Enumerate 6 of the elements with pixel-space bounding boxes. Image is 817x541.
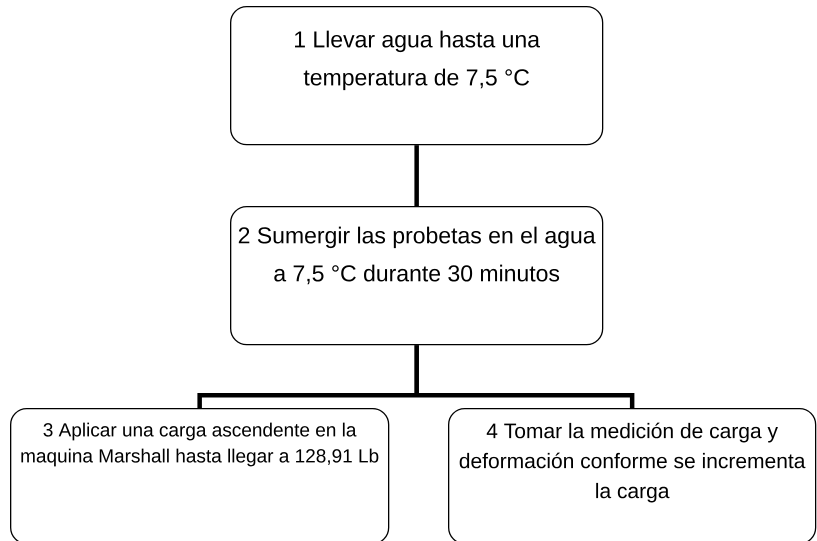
process-box: 4 Tomar la medición de carga y deformación conforme se incrementa la carga [448, 408, 816, 541]
connector-line [414, 345, 634, 408]
process-box: 1 Llevar agua hasta una temperatura de 7,5 °C [230, 6, 604, 146]
process-box: 2 Sumergir las probetas en el agua a 7,5 °C durante 30 minutos [230, 206, 604, 346]
process-box: 3 Aplicar una carga ascendente en la maquina Marshall hasta llegar a 128,91 Lb [10, 408, 390, 541]
connector-line [414, 145, 419, 206]
